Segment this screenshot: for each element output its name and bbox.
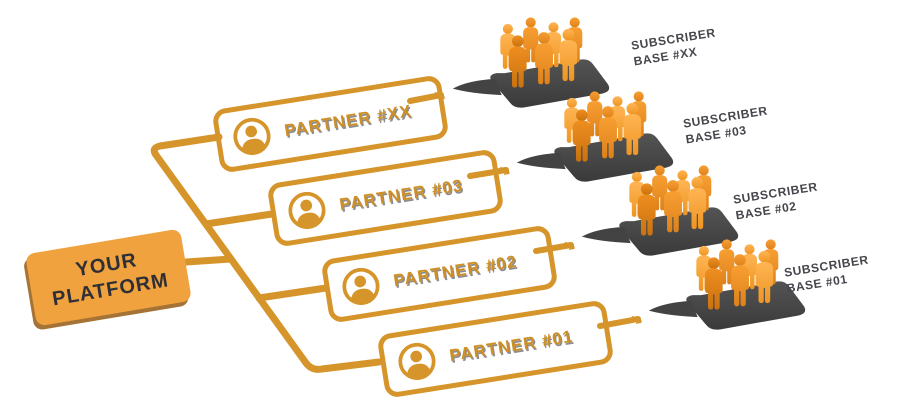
right-arrow-icon: [597, 319, 638, 329]
right-arrow-icon: [467, 170, 506, 179]
right-arrow-icon: [407, 95, 441, 104]
right-arrow-icon: [533, 245, 571, 254]
person-in-circle-icon: [338, 264, 384, 310]
person-in-circle-icon: [229, 114, 275, 160]
person-in-circle-icon: [284, 188, 330, 234]
partner-label: PARTNER #02: [392, 251, 519, 291]
branch-partner-02: [255, 284, 330, 302]
partner-label: PARTNER #03: [338, 175, 465, 215]
partner-label: PARTNER #XX: [283, 101, 414, 141]
person-in-circle-icon: [394, 339, 440, 385]
branch-partner-03: [202, 210, 276, 228]
branch-platform: [182, 255, 235, 266]
crowd-on-tray-icon: [645, 234, 809, 344]
partner-label: PARTNER #01: [448, 326, 575, 366]
